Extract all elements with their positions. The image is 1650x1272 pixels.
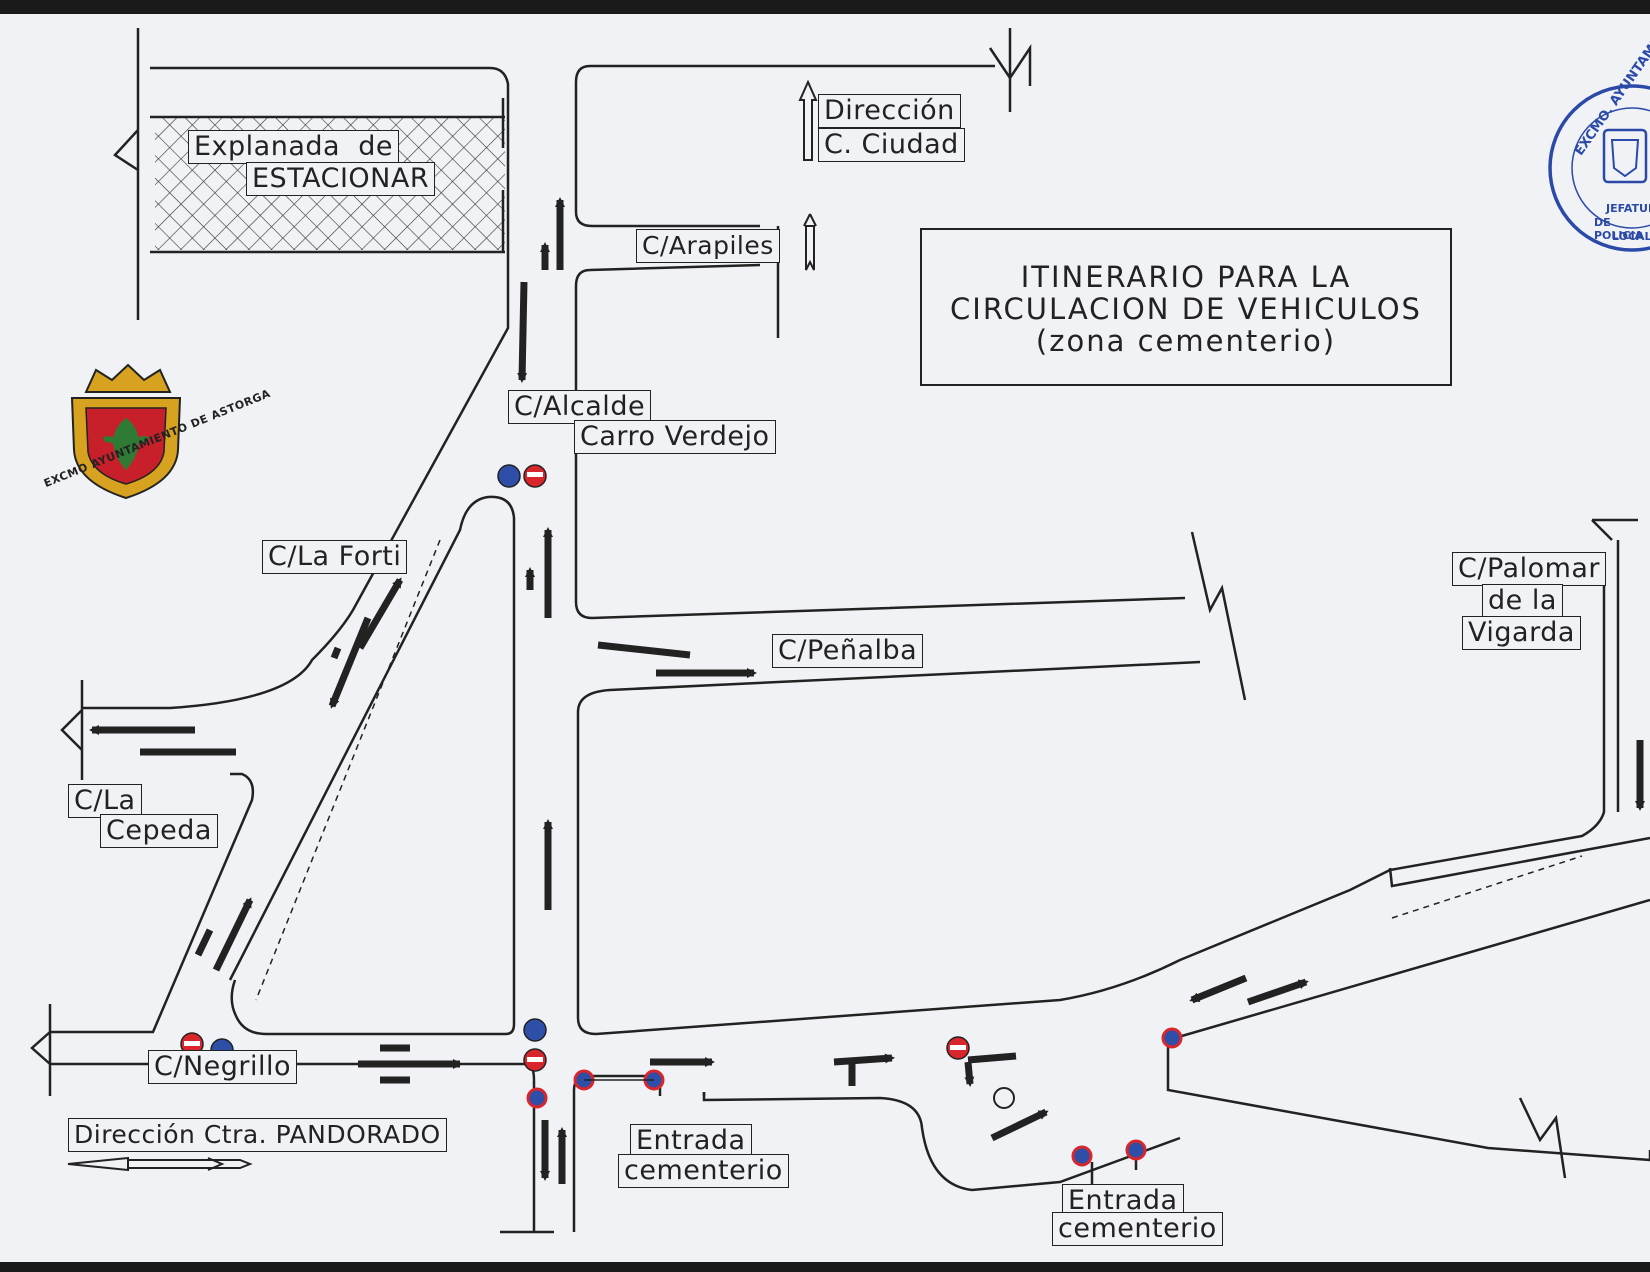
label-c-palomar: C/Palomar [1452, 552, 1607, 586]
arrow [1246, 978, 1309, 1006]
roundabout-marker [993, 1087, 1015, 1109]
arrow [330, 646, 342, 660]
astorga-coat-of-arms [70, 363, 182, 500]
arrow [833, 1053, 895, 1066]
arrow [517, 281, 528, 383]
map-title-line-2: CIRCULACION DE VEHICULOS [950, 292, 1422, 326]
label-c-la: C/La [68, 784, 142, 818]
arrow [1189, 974, 1248, 1004]
label-vigarda: Vigarda [1462, 616, 1581, 650]
arrow [990, 1108, 1049, 1142]
map-title-line-1: ITINERARIO PARA LA [1020, 260, 1352, 294]
label-estacionar: ESTACIONAR [246, 162, 436, 196]
arrow [212, 897, 254, 972]
label-c-la-forti: C/La Forti [262, 540, 408, 574]
label-c-arapiles: C/Arapiles [636, 229, 780, 263]
dashed-lines [255, 539, 1583, 1020]
arrow [964, 1061, 975, 1087]
label-carro-verdejo: Carro Verdejo [574, 420, 776, 454]
label-cepeda: Cepeda [100, 814, 218, 848]
sign-no-parking [1071, 1145, 1093, 1167]
arrow [967, 1052, 1017, 1064]
label-direccion-pandorado: Dirección Ctra. PANDORADO [68, 1118, 447, 1152]
sign-one-way-left [497, 464, 521, 488]
label-direccion-ciudad-2: C. Ciudad [818, 128, 965, 162]
label-c-alcalde: C/Alcalde [508, 390, 652, 424]
traffic-arrows [89, 197, 1645, 1184]
road-network [30, 28, 1650, 1234]
label-cementerio-2: cementerio [1052, 1212, 1223, 1246]
direction-pandorado-arrow [67, 1156, 253, 1172]
sign-no-parking [1161, 1027, 1183, 1049]
arrow [194, 928, 214, 957]
stamp-line-2: DE POLICIA [1594, 216, 1644, 242]
sign-no-parking [526, 1087, 548, 1109]
label-direccion-ciudad-1: Dirección [818, 94, 961, 128]
sign-no-parking [1125, 1139, 1147, 1161]
direction-ciudad-arrow [798, 79, 818, 271]
label-entrada-1: Entrada [630, 1124, 752, 1158]
label-c-negrillo: C/Negrillo [148, 1050, 298, 1084]
sign-ahead-only [523, 1018, 547, 1042]
arrow [328, 616, 372, 709]
stamp-line-3: LOCAL [1612, 230, 1650, 243]
label-c-penalba: C/Peñalba [772, 634, 924, 668]
label-cementerio-1: cementerio [618, 1154, 789, 1188]
label-explanada: Explanada de [188, 130, 399, 164]
label-de-la: de la [1482, 584, 1563, 618]
stamp-line-1: JEFATURA [1606, 202, 1650, 215]
arrow [597, 641, 691, 659]
traffic-signs [180, 464, 1183, 1167]
bottom-edge [0, 1262, 1650, 1272]
map-title-line-3: (zona cementerio) [1035, 324, 1337, 358]
police-stamp [1548, 84, 1650, 252]
arrow [356, 577, 404, 650]
map-title-box: ITINERARIO PARA LA CIRCULACION DE VEHICU… [920, 228, 1452, 386]
